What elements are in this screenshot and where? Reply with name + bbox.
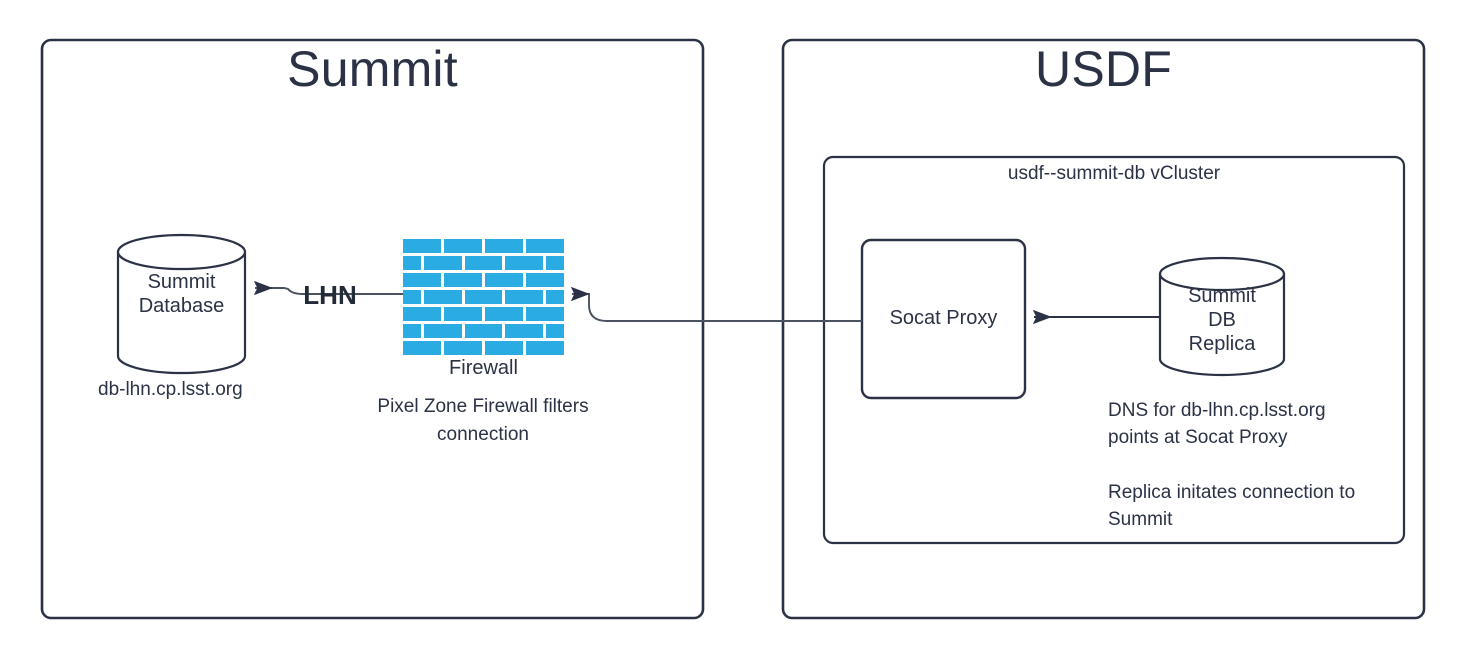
replica-note-line2: Summit	[1108, 509, 1173, 530]
firewall-label: Firewall	[449, 357, 518, 379]
brick-row	[403, 341, 564, 355]
brick-row	[403, 256, 564, 270]
replica-label-line3: Replica	[1188, 333, 1256, 355]
connector-firewall-to-database	[253, 280, 403, 296]
lhn-link-label: LHN	[303, 280, 357, 310]
dns-note-line1: DNS for db-lhn.cp.lsst.org	[1108, 400, 1326, 421]
dns-note-line2: points at Socat Proxy	[1108, 427, 1288, 448]
firewall-caption-line1: Pixel Zone Firewall filters	[377, 396, 589, 417]
firewall-icon	[403, 239, 564, 356]
socat-proxy-box	[860, 238, 1027, 400]
socat-proxy-label: Socat Proxy	[889, 307, 998, 329]
firewall-caption-line2: connection	[437, 424, 529, 445]
brick-row	[403, 290, 564, 304]
vcluster-label: usdf--summit-db vCluster	[1007, 163, 1221, 184]
summit-database-label-line1: Summit	[147, 271, 216, 293]
summit-db-replica-cylinder	[1158, 256, 1286, 377]
brick-row	[403, 307, 564, 321]
summit-database-hostname: db-lhn.cp.lsst.org	[98, 379, 243, 400]
replica-label-line1: Summit	[1188, 285, 1256, 307]
brick-row	[403, 239, 564, 253]
connector-proxy-to-firewall	[570, 286, 862, 322]
summit-panel	[40, 38, 705, 620]
replica-note-line1: Replica initates connection to	[1108, 482, 1356, 503]
brick-row	[403, 324, 564, 338]
usdf-panel-title: USDF	[1035, 41, 1172, 97]
brick-row	[403, 273, 564, 287]
replica-label-line2: DB	[1208, 309, 1236, 331]
summit-panel-title: Summit	[287, 41, 458, 97]
summit-database-label-line2: Database	[138, 295, 225, 317]
summit-database-cylinder	[116, 233, 247, 375]
